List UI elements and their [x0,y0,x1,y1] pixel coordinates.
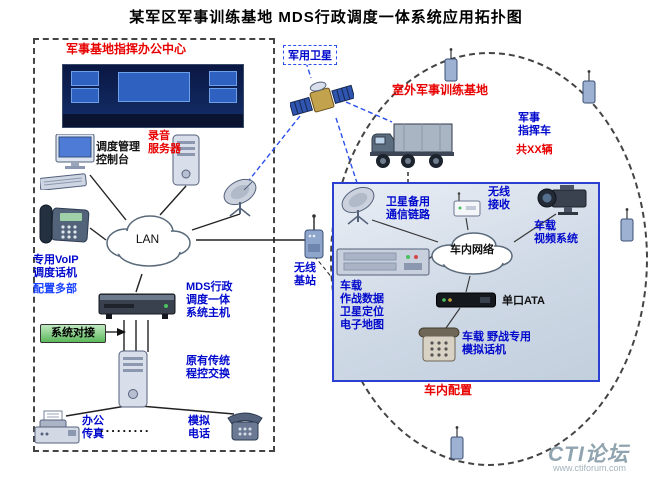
voip-phone-note: 配置多部 [33,283,77,295]
base-station-label: 无线 基站 [294,262,316,287]
recording-server-icon [172,134,200,186]
military-satellite-label: 军用卫星 [283,45,337,65]
military-satellite-icon [290,81,354,117]
screen [209,88,237,103]
command-center-frame [33,38,275,452]
vehicle-camera-icon [537,185,587,215]
lan-cloud [106,215,191,267]
wireless-receiver-label: 无线 接收 [488,186,510,211]
ata-device-icon [436,292,496,308]
vehicle-data-server-icon [336,248,430,276]
pbx-label: 原有传统 程控交换 [186,355,230,380]
mds-host-label: MDS行政 调度一体 系统主机 [186,281,233,319]
vehicle-phone-label: 车载 野战专用 模拟话机 [462,331,532,356]
vehicle-phone-icon [418,327,460,362]
cti-forum-logo: CTI论坛 [548,443,629,466]
voip-phone-icon [39,204,90,244]
vehicle-config-label: 车内配置 [424,383,473,397]
screen [118,72,190,102]
training-base-title: 室外军事训练基地 [392,83,489,97]
analog-phone-label: 模拟 电话 [188,415,210,440]
analog-phone-icon [227,412,263,441]
satlink-label: 卫星备用 通信链路 [386,196,430,221]
lan-label: LAN [135,232,160,246]
page-title: 某军区军事训练基地 MDS行政调度一体系统应用拓扑图 [129,9,523,26]
screen [71,71,99,86]
command-truck-label: 军事 指挥车 [518,112,551,137]
truck-count-label: 共XX辆 [516,144,553,156]
command-center-title: 军事基地指挥办公中心 [66,42,187,56]
antenna-icon [444,48,458,82]
wireless-receiver-icon [453,192,481,217]
dispatch-console-label: 调度管理 控制台 [96,141,140,166]
voip-phone-label: 专用VoIP 调度话机 [33,254,79,279]
dispatch-console-icon [40,134,95,190]
fax-icon [34,410,80,444]
ata-label: 单口ATA [502,295,545,307]
antenna-icon [450,426,464,460]
console-desk [63,114,243,127]
pbx-icon [118,350,148,408]
cti-forum-url: www.ctiforum.com [553,463,627,473]
vehicle-video-label: 车载 视频系统 [534,220,578,245]
fax-label: 办公 传真 [82,415,104,440]
system-dock-badge: 系统对接 [40,324,106,343]
vehicle-dish-icon [341,186,375,225]
control-room-photo [62,64,244,128]
screen [71,88,99,103]
screen [209,71,237,86]
vehicle-network-cloud [431,232,513,275]
satellite-dish-icon [223,178,257,217]
recording-server-label: 录音 服务器 [148,130,181,155]
antenna-icon [582,70,596,104]
ellipsis-dots: ......... [100,420,151,435]
antenna-icon [620,208,634,242]
command-truck-icon [370,123,454,168]
mds-host-icon [98,293,176,319]
vehicle-network-label: 车内网络 [450,244,494,256]
vehicle-data-label: 车载 作战数据 卫星定位 电子地图 [340,280,384,331]
base-station-icon [304,214,324,259]
